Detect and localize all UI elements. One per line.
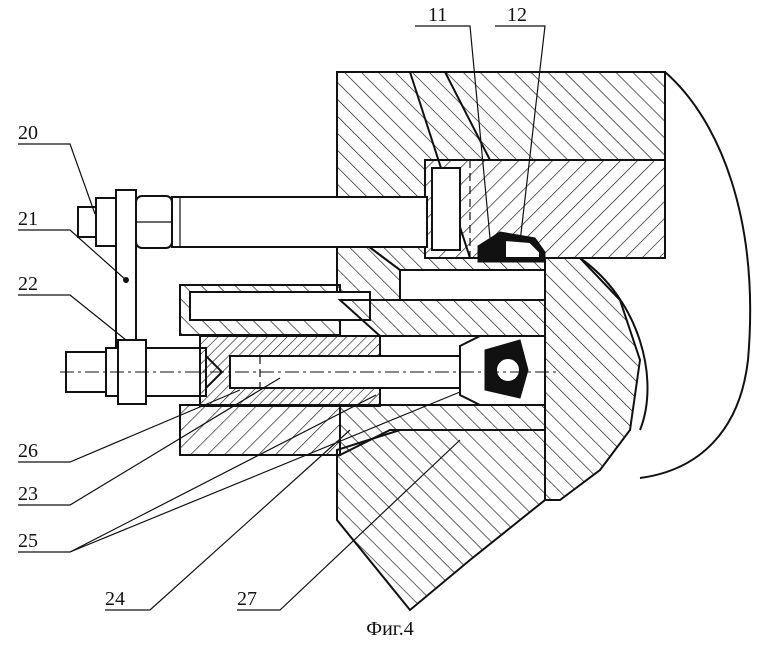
- label-23: 23: [18, 483, 38, 505]
- taper-shaft: [337, 299, 546, 457]
- label-26: 26: [18, 440, 38, 462]
- label-27: 27: [237, 588, 257, 610]
- figure-caption: Фиг.4: [366, 618, 414, 640]
- reference-leaders: [18, 25, 546, 611]
- label-11: 11: [428, 4, 447, 26]
- seal-elements: [469, 160, 546, 263]
- label-22: 22: [18, 273, 38, 295]
- sleeve-assembly: [179, 284, 511, 456]
- long-bolt: [77, 195, 428, 249]
- label-12: 12: [507, 4, 527, 26]
- label-24: 24: [105, 588, 125, 610]
- label-21: 21: [18, 208, 38, 230]
- bracket-plate: [115, 189, 137, 351]
- label-25: 25: [18, 530, 38, 552]
- label-20: 20: [18, 122, 38, 144]
